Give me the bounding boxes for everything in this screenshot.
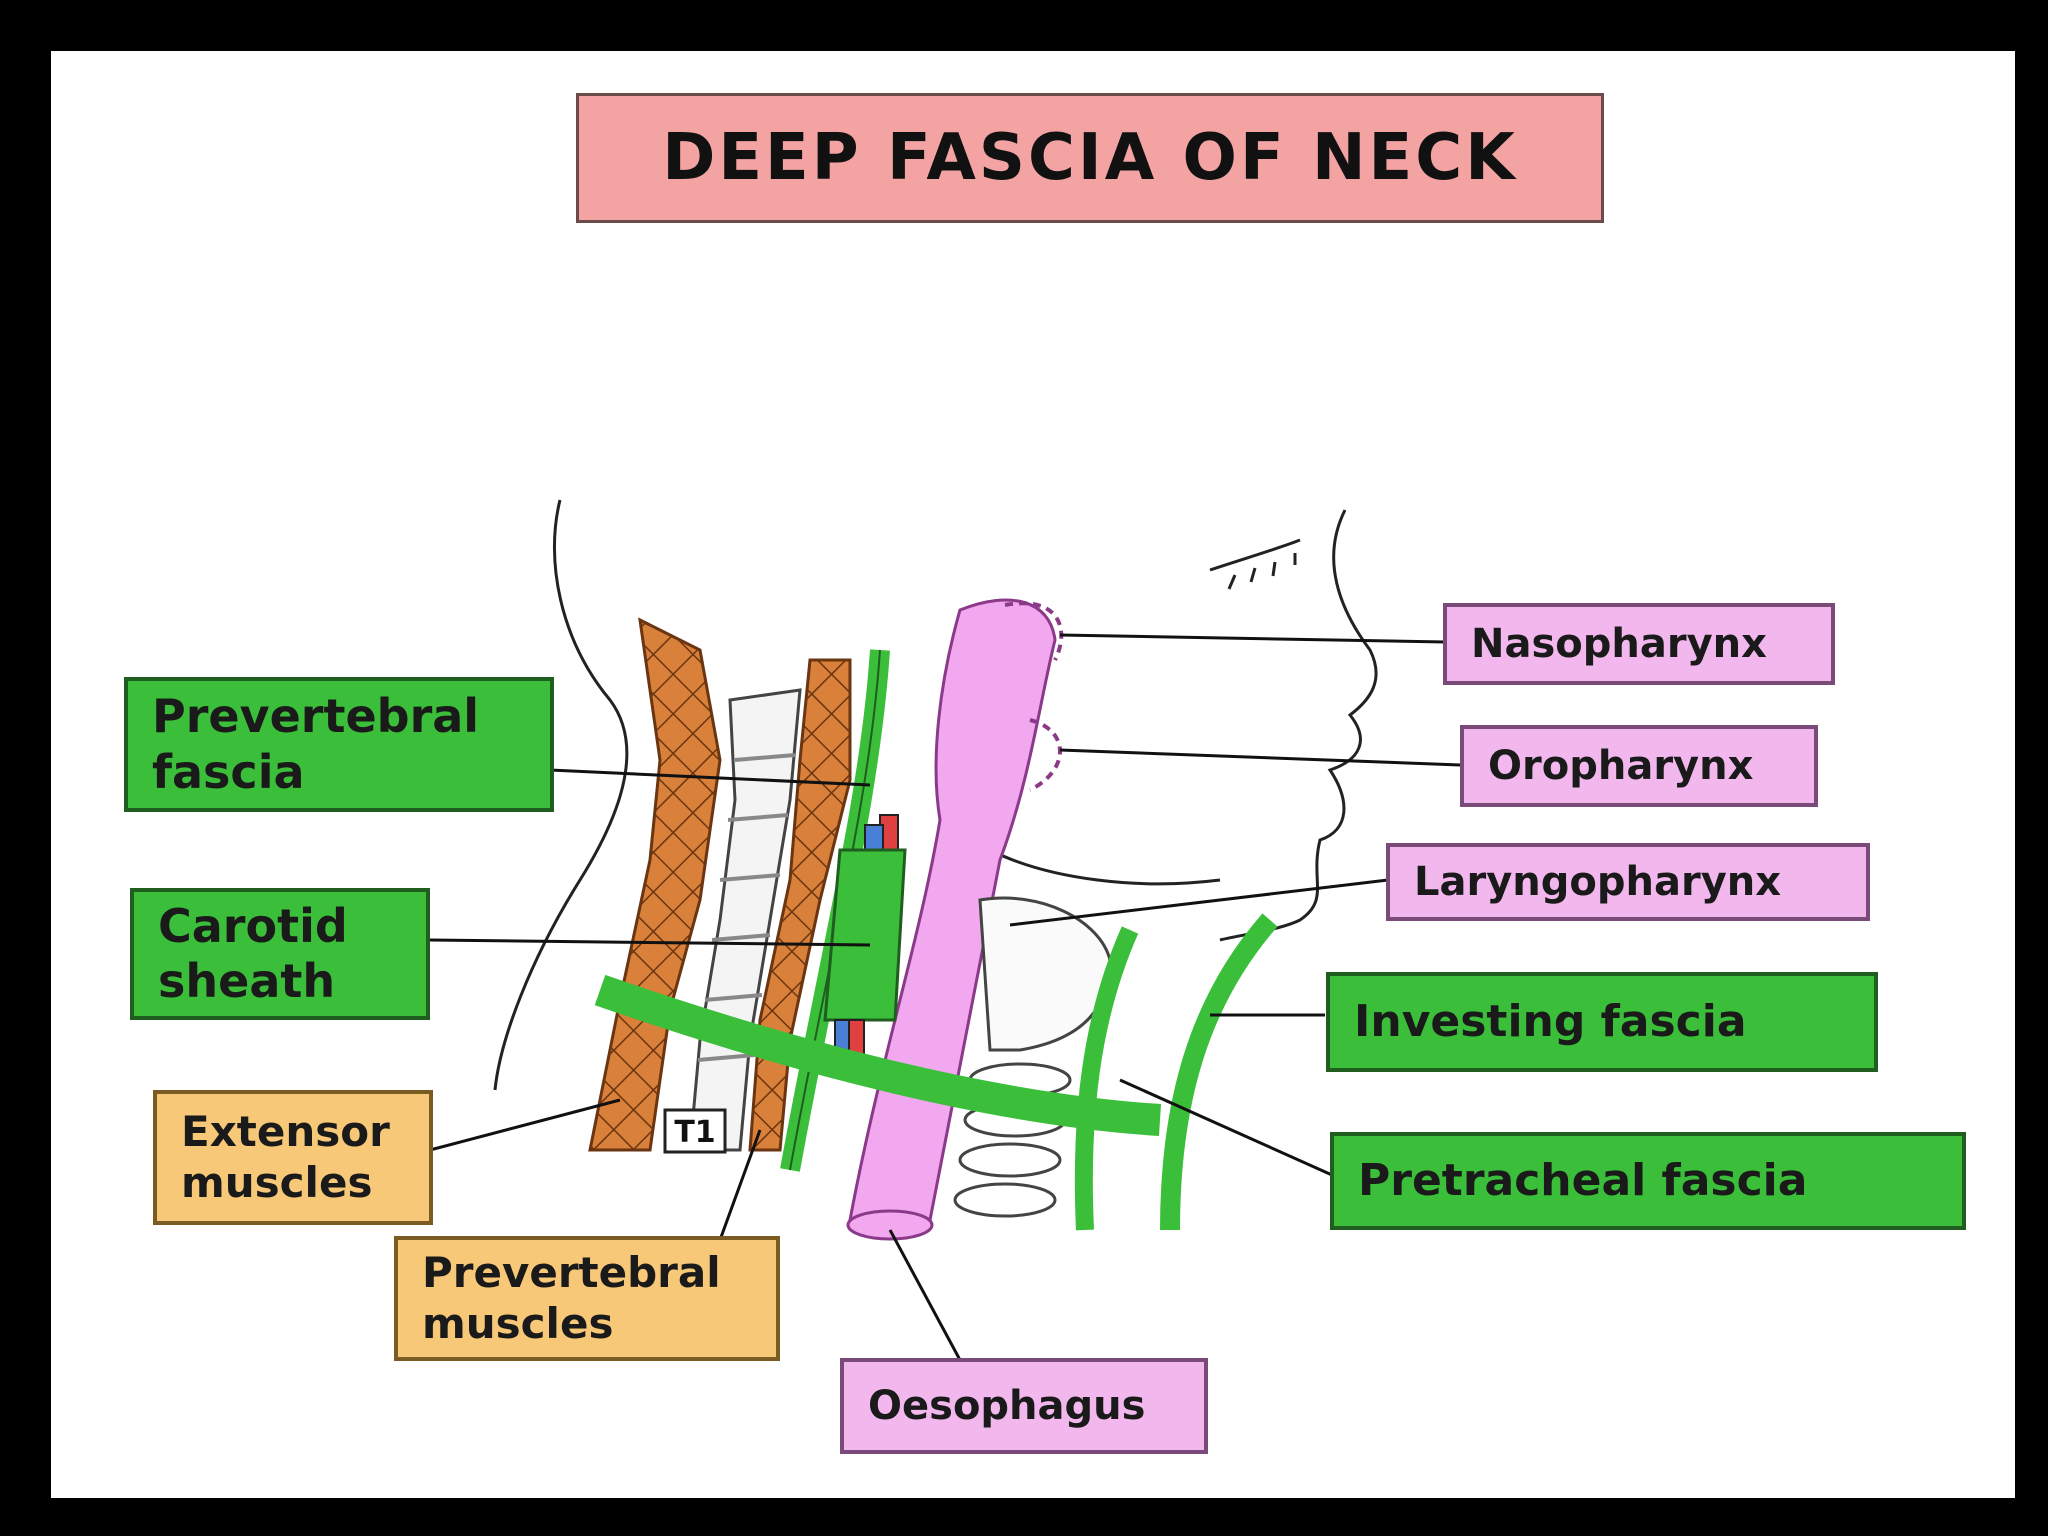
- extensor-muscle-shape: [588, 617, 722, 1152]
- label-oesophagus: Oesophagus: [840, 1358, 1208, 1454]
- label-text-line-2: muscles: [422, 1298, 614, 1348]
- label-pretracheal-fascia: Pretracheal fascia: [1330, 1132, 1966, 1230]
- label-text-line-2: fascia: [152, 744, 305, 799]
- label-text-line-1: Prevertebral: [422, 1248, 721, 1298]
- label-text: Laryngopharynx: [1414, 859, 1782, 905]
- label-text-line-1: Prevertebral: [152, 689, 480, 744]
- label-text-line-1: Carotid: [158, 898, 348, 953]
- label-nasopharynx: Nasopharynx: [1443, 603, 1835, 685]
- label-text: Oropharynx: [1488, 743, 1754, 789]
- label-text: Pretracheal fascia: [1358, 1154, 1808, 1206]
- label-laryngopharynx: Laryngopharynx: [1386, 843, 1870, 921]
- label-carotid-sheath: Carotid sheath: [130, 888, 430, 1020]
- posterior-neck-outline: [493, 499, 629, 1091]
- label-text: Investing fascia: [1354, 995, 1747, 1047]
- t1-vertebra-label: T1: [674, 1115, 715, 1150]
- label-oropharynx: Oropharynx: [1460, 725, 1818, 807]
- jaw-outline: [989, 848, 1221, 886]
- label-text: Nasopharynx: [1471, 621, 1767, 667]
- eye-sketch: [1209, 538, 1301, 590]
- label-text: Oesophagus: [868, 1383, 1146, 1429]
- label-prevertebral-muscles: Prevertebral muscles: [394, 1236, 780, 1361]
- label-prevertebral-fascia: Prevertebral fascia: [124, 677, 554, 812]
- label-investing-fascia: Investing fascia: [1326, 972, 1878, 1072]
- diagram-title: DEEP FASCIA OF NECK: [576, 93, 1604, 223]
- label-text-line-2: muscles: [181, 1157, 373, 1207]
- investing-fascia-anterior: [1160, 913, 1278, 1231]
- label-text-line-2: sheath: [158, 954, 336, 1008]
- label-text-line-1: Extensor: [181, 1107, 390, 1157]
- vertebra-separators: [697, 753, 796, 1062]
- t1-vertebra-marker: [663, 1108, 727, 1154]
- nasopharynx-bulge: [1004, 601, 1064, 661]
- face-profile-outline: [1219, 509, 1378, 942]
- carotid-sheath-shape: [823, 848, 907, 1022]
- pretracheal-fascia-band: [1074, 926, 1139, 1231]
- label-extensor-muscles: Extensor muscles: [153, 1090, 433, 1225]
- leader-lines: [429, 633, 1461, 1361]
- oesophagus-opening: [846, 1209, 934, 1241]
